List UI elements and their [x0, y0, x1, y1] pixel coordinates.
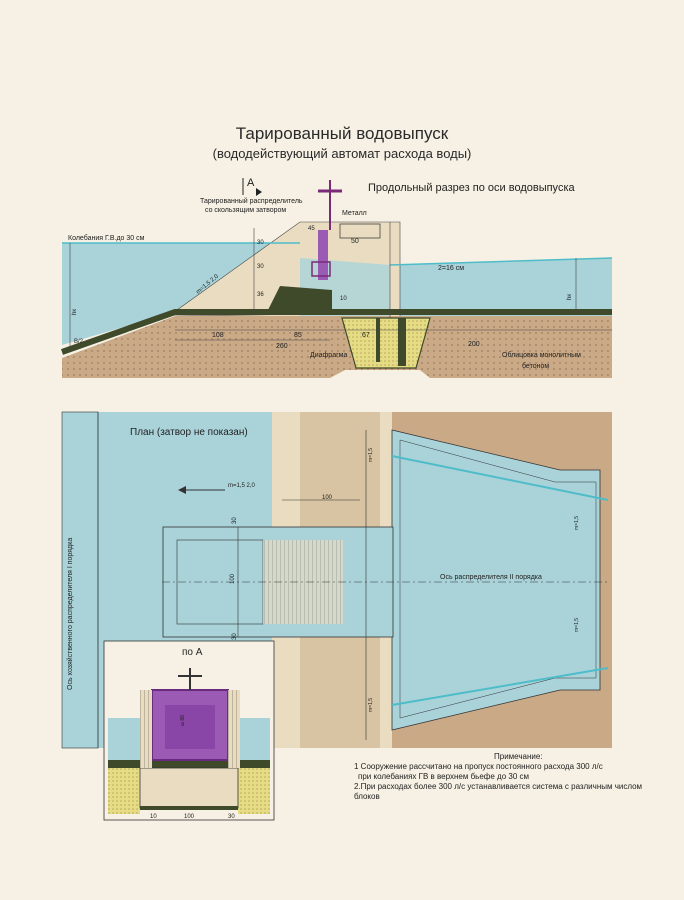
- longitudinal-section: Продольный разрез по оси водовыпуска А Т…: [60, 177, 613, 378]
- plan-slope: m=1,5 2,0: [228, 483, 256, 489]
- dim-85: 85: [294, 332, 302, 339]
- distributor-channel: [391, 429, 601, 731]
- inset-soil-right: [238, 768, 270, 814]
- diaphragm-label: Диафрагма: [310, 352, 347, 359]
- section-marker: А: [247, 177, 255, 189]
- section-marker-arrow: [243, 188, 262, 196]
- channel-lining: [60, 309, 612, 355]
- b2-label: B/2: [74, 339, 84, 345]
- inset-soil-left: [108, 768, 140, 814]
- lining-label-2: бетоном: [522, 362, 549, 370]
- dim-260: 260: [276, 343, 288, 350]
- diaphragm-pile: [398, 318, 406, 366]
- notes-line-2: при колебаниях ГВ в верхнем бьефе до 30 …: [358, 772, 529, 781]
- hk-right-label: hк: [567, 294, 573, 300]
- concrete-block: [268, 286, 332, 310]
- inset-gate-text: ш 88: [180, 715, 186, 726]
- inset-box: [139, 767, 239, 809]
- page-title: Тарированный водовыпуск: [235, 124, 449, 143]
- notes-line-4: блоков: [354, 792, 380, 801]
- lining-label: Облицовка монолитным: [502, 351, 581, 359]
- metal-label: Металл: [342, 210, 367, 217]
- axis-right-label: Ось распределителя II порядка: [440, 574, 542, 581]
- inset-ground: [108, 760, 270, 768]
- dim-30-top: 30: [232, 517, 238, 524]
- slope-m15: m=1,5: [574, 618, 580, 632]
- inset-dim-100: 100: [184, 814, 195, 820]
- flow-arrowhead: [178, 486, 186, 494]
- notes-line-1: 1 Сооружение рассчитано на пропуск посто…: [354, 762, 603, 771]
- page-subtitle: (вододействующий автомат расхода воды): [212, 146, 472, 161]
- diaphragm-pile-left: [376, 318, 380, 362]
- inset-dim-10: 10: [150, 814, 157, 820]
- downstream-surface: [389, 257, 613, 266]
- main-canal-bank: [61, 411, 99, 749]
- slope-m15: m=1,5: [368, 448, 374, 462]
- dim-45: 45: [308, 226, 315, 232]
- dim-10: 10: [340, 296, 347, 302]
- notes-line-3: 2.При расходах более 300 л/с устанавлива…: [354, 782, 643, 791]
- gate-plate: [318, 230, 328, 280]
- inset-dim-30: 30: [228, 814, 235, 820]
- inset-hatch-right: [228, 690, 240, 768]
- dim-2-16: 2=16 см: [438, 265, 464, 272]
- dim-30-bot: 30: [232, 633, 238, 640]
- dim-36: 36: [257, 292, 264, 298]
- dim-30a: 30: [257, 264, 264, 270]
- dim-100-mid: 100: [230, 573, 236, 584]
- slope-m15: m=1,5: [574, 516, 580, 530]
- inset-gate-inner: [165, 705, 215, 749]
- water-line-top: [391, 455, 609, 501]
- gate-frame: [311, 261, 331, 277]
- section-label: Продольный разрез по оси водовыпуска: [368, 182, 575, 194]
- axis-left-label: Ось хозяйственного распределителя I поря…: [66, 538, 74, 690]
- section-a-inset: по А ш 88 10 100 30: [103, 640, 275, 821]
- notes: Примечание: 1 Сооружение рассчитано на п…: [354, 752, 654, 802]
- dim-100-top: 100: [322, 495, 333, 501]
- channel-inner: [399, 439, 597, 719]
- dim-67: 67: [362, 332, 370, 339]
- inset-hatch-left: [140, 690, 152, 768]
- inset-box-base: [140, 806, 238, 810]
- water-fluctuation-label: Колебания Г.В.до 30 см: [68, 234, 145, 242]
- plan-label: План (затвор не показан): [130, 427, 248, 438]
- dim-200: 200: [468, 341, 480, 348]
- metal-cap: [339, 223, 381, 239]
- hk-label: hк: [72, 309, 78, 315]
- slope-m15: m=1,5: [368, 698, 374, 712]
- downstream-water: [390, 258, 612, 318]
- section-a-label: по А: [182, 647, 203, 658]
- water-line-bottom: [391, 667, 609, 706]
- distributor-label-2: со скользящим затвором: [205, 207, 286, 214]
- distributor-label: Тарированный распределитель: [200, 197, 303, 205]
- soil-bed: [62, 316, 612, 378]
- plan-view: План (затвор не показан) m=1,5 2,0 Ось х…: [61, 411, 612, 749]
- notes-heading: Примечание:: [494, 752, 543, 761]
- diaphragm-trench: [341, 317, 431, 369]
- dim-108: 108: [212, 332, 224, 339]
- dim-30b: 30: [257, 240, 264, 246]
- dim-50: 50: [351, 238, 359, 245]
